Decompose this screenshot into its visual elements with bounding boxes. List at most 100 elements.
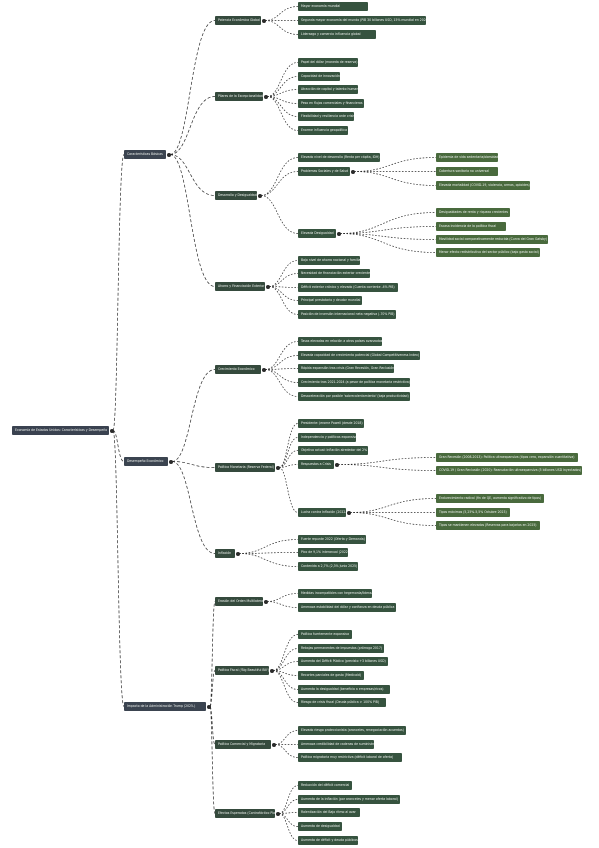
node-c2a4[interactable]: Crecimiento tras 2021-2024 (a pesar de p… <box>298 378 410 387</box>
node-c3[interactable]: Impacto de la Administración Trump (2025… <box>124 702 206 711</box>
connector-c2a5 <box>264 369 299 397</box>
connector-c1c2c <box>353 171 437 186</box>
node-c1c1[interactable]: Elevado nivel de desarrollo (Renta per c… <box>298 153 380 162</box>
collapse-toggle-c1[interactable] <box>167 152 171 157</box>
node-c1d1[interactable]: Bajo nivel de ahorro nacional y familiar <box>298 256 360 265</box>
node-c3c3[interactable]: Política migratoria muy restrictiva (déf… <box>298 753 402 762</box>
node-root[interactable]: Economía de Estados Unidos: Característi… <box>12 426 109 435</box>
collapse-toggle-c3d[interactable] <box>276 811 280 816</box>
connector-c3b5 <box>272 670 299 690</box>
collapse-toggle-c3b[interactable] <box>270 668 274 673</box>
node-c3d3[interactable]: Ralentización del Bajo ritmo al azar <box>298 808 360 817</box>
collapse-toggle-c1b[interactable] <box>264 94 268 99</box>
connector-c2a <box>171 369 216 462</box>
connector-c1c3c <box>339 233 437 240</box>
node-c3b3[interactable]: Aumento del Déficit Público (previsto +3… <box>298 657 388 666</box>
node-c1c2a[interactable]: Epidemia de vida sedentaria/obesidad <box>436 153 498 162</box>
collapse-toggle-c2c[interactable] <box>236 551 240 556</box>
node-c3a[interactable]: Erosión del Orden Multilateral <box>215 597 263 606</box>
collapse-toggle-c2a[interactable] <box>262 367 266 372</box>
node-c3c[interactable]: Política Comercial y Migratoria <box>215 740 271 749</box>
node-c3d4[interactable]: Aumento de desigualdad <box>298 822 342 831</box>
node-c2[interactable]: Desempeño Económico <box>124 457 168 466</box>
node-c1b6[interactable]: Enorme influencia geopolítica <box>298 126 348 135</box>
node-c1c[interactable]: Desarrollo y Desigualdad <box>215 191 257 200</box>
node-c2a3[interactable]: Rápida expansión tras crisis (Gran Reces… <box>298 364 394 373</box>
collapse-toggle-c3a[interactable] <box>264 599 268 604</box>
node-c3b4[interactable]: Recortes parciales de gasto (Medicaid) <box>298 671 364 680</box>
collapse-toggle-root[interactable] <box>110 428 114 433</box>
node-c2b[interactable]: Política Monetaria (Reserva Federal) <box>215 463 275 472</box>
node-c2b5a[interactable]: Endurecimiento radical (fin de QE, aumen… <box>436 494 544 503</box>
node-c2a[interactable]: Crecimiento Económico <box>215 365 261 374</box>
collapse-toggle-c2b5[interactable] <box>347 510 351 515</box>
node-c3a2[interactable]: Amenaza estabilidad del dólar y confianz… <box>298 603 396 612</box>
node-c1a3[interactable]: Liderazgo y comercio influencia global <box>298 30 376 39</box>
node-c3b5[interactable]: Aumento la desigualdad (beneficia a empr… <box>298 685 390 694</box>
node-c2a2[interactable]: Elevada capacidad de crecimiento potenci… <box>298 351 420 360</box>
node-c1c3b[interactable]: Escasa incidencia de la política fiscal <box>436 222 506 231</box>
node-c3a1[interactable]: Medidas incompatibles con hegemonía/lide… <box>298 589 372 598</box>
node-c1a1[interactable]: Mayor economía mundial <box>298 2 368 11</box>
node-c2b3[interactable]: Objetivo actual: Inflación alrededor del… <box>298 446 368 455</box>
node-c3c1[interactable]: Elevado riesgo proteccionista (aranceles… <box>298 726 406 735</box>
connector-c3b6 <box>272 670 299 703</box>
node-c3b6[interactable]: Riesgo de crisis fiscal (Deuda pública >… <box>298 698 386 707</box>
node-c1[interactable]: Características Básicas <box>124 150 166 159</box>
collapse-toggle-c2b4[interactable] <box>335 462 339 467</box>
node-c2b4[interactable]: Respuestas a Crisis <box>298 460 334 469</box>
node-c3d5[interactable]: Aumento de déficit y deuda públicos <box>298 836 358 845</box>
node-c2b5c[interactable]: Tipos se mantienen elevados (Reservas pa… <box>436 521 540 530</box>
connector-c1a <box>169 20 216 155</box>
node-c2b1[interactable]: Presidente: Jerome Powell (desde 2018) <box>298 419 364 428</box>
node-c1b4[interactable]: Peso en flujos comerciales y financieros <box>298 99 364 108</box>
node-c1c2[interactable]: Problemas Sociales y de Salud <box>298 167 350 176</box>
node-c3d2[interactable]: Aumento de la inflación (por aranceles y… <box>298 795 400 804</box>
node-c1c2b[interactable]: Cobertura sanitaria no universal <box>436 167 498 176</box>
node-c2c[interactable]: Inflación <box>215 549 235 558</box>
node-c3b2[interactable]: Rebajas permanentes de impuestos (prórro… <box>298 644 384 653</box>
node-c1b3[interactable]: Atracción de capital y talento humano <box>298 85 358 94</box>
node-c1a[interactable]: Potencia Económica Global <box>215 16 261 25</box>
collapse-toggle-c1d[interactable] <box>266 284 270 289</box>
node-c2b5[interactable]: Lucha contra Inflación (2022-) <box>298 508 346 517</box>
collapse-toggle-c1c[interactable] <box>258 193 262 198</box>
node-c1c3c[interactable]: Movilidad social comparativamente reduci… <box>436 235 548 244</box>
node-c3c2[interactable]: Amenaza credibilidad de cadenas de sumin… <box>298 740 374 749</box>
collapse-toggle-c3[interactable] <box>207 704 211 709</box>
node-c2c2[interactable]: Pico de 9,1% interanual (2022) <box>298 548 348 557</box>
node-c2b2[interactable]: Independencia y políticas expansivas <box>298 433 356 442</box>
node-c1a2[interactable]: Segunda mayor economía del mundo (PIB 30… <box>298 16 426 25</box>
node-c2a1[interactable]: Tasas elevadas en relación a otros paíse… <box>298 337 382 346</box>
node-c1d[interactable]: Ahorro y Financiación Exterior <box>215 282 265 291</box>
node-c1b1[interactable]: Papel del dólar (moneda de reserva) <box>298 58 358 67</box>
node-c1c3d[interactable]: Menor efecto redistributivo del sector p… <box>436 248 540 257</box>
collapse-toggle-c1c3[interactable] <box>337 231 341 236</box>
node-c3d[interactable]: Efectos Esperados (Contrafáctico Plano) <box>215 809 275 818</box>
node-c1d5[interactable]: Posición de inversión internacional neta… <box>298 310 396 319</box>
collapse-toggle-c1c2[interactable] <box>351 169 355 174</box>
node-c1c3a[interactable]: Desigualdades de renta y riqueza crecien… <box>436 208 510 217</box>
node-c2b4a[interactable]: Gran Recesión (2008-2013): Política ultr… <box>436 453 578 462</box>
collapse-toggle-c3c[interactable] <box>272 742 276 747</box>
node-c1d3[interactable]: Déficit exterior crónico y elevado (Cuen… <box>298 283 398 292</box>
collapse-toggle-c2[interactable] <box>169 459 173 464</box>
node-c1b[interactable]: Pilares de la Excepcionalidad <box>215 92 263 101</box>
node-c2b4b[interactable]: COVID-19 / Gran Reclusión (2020): Reanud… <box>436 466 582 475</box>
node-c2a5[interactable]: Desaceleración por posible 'sobrecalenta… <box>298 392 410 401</box>
node-c2b5b[interactable]: Tipos máximos (5,25%-5,5% Octubre 2023) <box>436 508 510 517</box>
node-c3b[interactable]: Política Fiscal ('Big Beautiful Bill') <box>215 666 269 675</box>
node-c1b5[interactable]: Flexibilidad y resiliencia ante crisis <box>298 112 354 121</box>
node-c1c3[interactable]: Elevada Desigualdad <box>298 229 336 238</box>
node-c3d1[interactable]: Reducción del déficit comercial <box>298 781 352 790</box>
node-c2c1[interactable]: Fuerte repunte 2022 (Oferta y Demanda) <box>298 535 366 544</box>
node-c1b2[interactable]: Capacidad de innovación <box>298 72 340 81</box>
node-c1d4[interactable]: Principal prestatario y deudor mundial <box>298 296 362 305</box>
collapse-toggle-c2b[interactable] <box>276 465 280 470</box>
connector-c2c3 <box>238 553 299 567</box>
node-c1c2c[interactable]: Elevada mortalidad (COVID-19, violencia,… <box>436 181 530 190</box>
collapse-toggle-c1a[interactable] <box>262 18 266 23</box>
node-c2c3[interactable]: Contenida a 2,7% (2,3% Junio 2025) <box>298 562 358 571</box>
node-c1d2[interactable]: Necesidad de financiación exterior creci… <box>298 269 370 278</box>
node-c3b1[interactable]: Política fuertemente expansiva <box>298 630 352 639</box>
